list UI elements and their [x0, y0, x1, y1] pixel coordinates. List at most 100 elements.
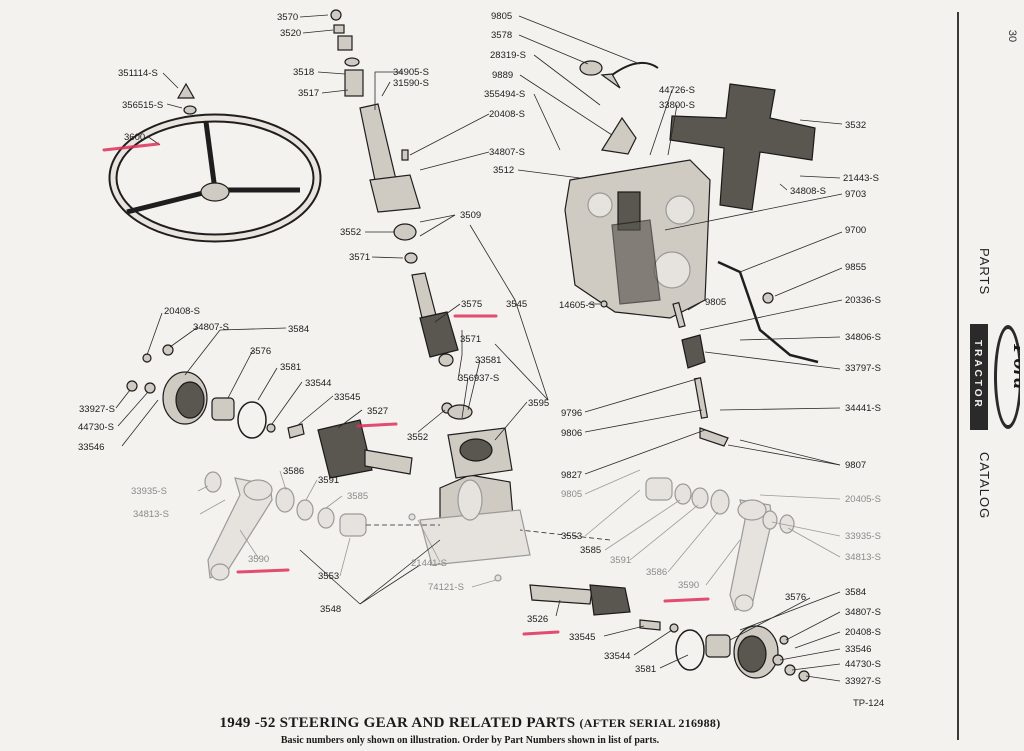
- logo-brand: Ford: [1009, 343, 1020, 390]
- part-label: 34806-S: [845, 332, 881, 343]
- part-label: 3553: [318, 571, 339, 582]
- part-label: 34813-S: [845, 552, 881, 563]
- part-label: 33546: [845, 644, 871, 655]
- right-arm-parts: [645, 477, 795, 612]
- part-label: 3509: [460, 210, 481, 221]
- support-bracket: [669, 83, 816, 211]
- part-label: 20405-S: [845, 494, 881, 505]
- part-label: 20408-S: [845, 627, 881, 638]
- part-label: 44730-S: [78, 422, 114, 433]
- part-label: 3545: [506, 299, 527, 310]
- part-label: 3591: [318, 475, 339, 486]
- part-label: 20336-S: [845, 295, 881, 306]
- part-label: 33927-S: [845, 676, 881, 687]
- part-label: 3591: [610, 555, 631, 566]
- ford-tractor-logo: Ford TRACTOR: [970, 324, 1020, 430]
- part-label: 355494-S: [484, 89, 525, 100]
- part-label: 34807-S: [489, 147, 525, 158]
- part-label: 3576: [250, 346, 271, 357]
- part-label: 34807-S: [193, 322, 229, 333]
- part-label: 3581: [280, 362, 301, 373]
- part-label: 3581: [635, 664, 656, 675]
- part-label: 3576: [785, 592, 806, 603]
- caption-title-main: 1949 -52 STEERING GEAR AND RELATED PARTS: [219, 715, 576, 731]
- part-label: 3552: [407, 432, 428, 443]
- part-label: 3570: [277, 12, 298, 23]
- part-label: 20408-S: [164, 306, 200, 317]
- part-label: 34905-S: [393, 67, 429, 78]
- column-bearings: [393, 223, 418, 264]
- part-label: 3586: [283, 466, 304, 477]
- part-label: 33546: [78, 442, 104, 453]
- part-label: 9796: [561, 408, 582, 419]
- part-label: 3518: [293, 67, 314, 78]
- part-label: 34813-S: [133, 509, 169, 520]
- part-label: 31590-S: [393, 78, 429, 89]
- part-label: 351114-S: [118, 68, 158, 79]
- part-label: 21441-S: [411, 558, 447, 569]
- caption-note: Basic numbers only shown on illustration…: [280, 735, 660, 746]
- part-label: 33935-S: [845, 531, 881, 542]
- worm-shaft: [411, 272, 459, 367]
- side-label-catalog: CATALOG: [977, 452, 992, 520]
- sector-housing-left: [126, 344, 276, 439]
- part-label: 3512: [493, 165, 514, 176]
- part-label: 9805: [561, 489, 582, 500]
- part-label: 3527: [367, 406, 388, 417]
- part-label: 14605-S: [559, 300, 595, 311]
- right-margin-rule: [957, 12, 959, 740]
- part-label: 3532: [845, 120, 866, 131]
- part-label: 33800-S: [659, 100, 695, 111]
- part-label: 3571: [460, 334, 481, 345]
- page-number: 30: [1006, 29, 1019, 43]
- part-label: 9806: [561, 428, 582, 439]
- part-label: 3584: [845, 587, 866, 598]
- part-label: 3600: [124, 132, 145, 143]
- dash-panel: [564, 159, 711, 319]
- highlight-marks: [102, 142, 710, 636]
- part-label: 28319-S: [490, 50, 526, 61]
- part-label: 33544: [305, 378, 331, 389]
- part-label: 33545: [569, 632, 595, 643]
- part-label: 33544: [604, 651, 630, 662]
- part-label: 9827: [561, 470, 582, 481]
- sector-shaft-right: [529, 584, 661, 631]
- part-label: 3517: [298, 88, 319, 99]
- part-label: 3586: [646, 567, 667, 578]
- part-label: 34807-S: [845, 607, 881, 618]
- sector-shaft-left: [287, 419, 413, 479]
- part-label: 74121-S: [428, 582, 464, 593]
- part-label: 3520: [280, 28, 301, 39]
- part-label: 21443-S: [843, 173, 879, 184]
- part-label: 9807: [845, 460, 866, 471]
- part-label: 3584: [288, 324, 309, 335]
- part-label: 9700: [845, 225, 866, 236]
- part-number-labels: 3570 3520 351114-S 356515-S 3600 3518 34…: [78, 11, 881, 687]
- part-label: 9805: [705, 297, 726, 308]
- part-label: 3571: [349, 252, 370, 263]
- part-label: 33797-S: [845, 363, 881, 374]
- part-label: 3548: [320, 604, 341, 615]
- part-label: 3552: [340, 227, 361, 238]
- part-label: 356515-S: [122, 100, 163, 111]
- throttle-rod: [672, 260, 819, 447]
- steering-column: [330, 9, 421, 213]
- part-label: 3585: [580, 545, 601, 556]
- figure-code: TP-124: [853, 698, 885, 709]
- gear-housing: [419, 427, 531, 566]
- part-label: 9855: [845, 262, 866, 273]
- side-label-parts: PARTS: [977, 248, 992, 296]
- part-label: 356937-S: [458, 373, 499, 384]
- steering-wheel: [108, 113, 322, 243]
- part-label: 3526: [527, 614, 548, 625]
- sector-housing-right: [669, 623, 810, 682]
- part-label: 3595: [528, 398, 549, 409]
- part-label: 3575: [461, 299, 482, 310]
- part-label: 3578: [491, 30, 512, 41]
- part-label: 3585: [347, 491, 368, 502]
- part-label: 3590: [248, 554, 269, 565]
- hub-cap: [176, 82, 197, 115]
- logo-band: TRACTOR: [972, 340, 983, 410]
- part-label: 44730-S: [845, 659, 881, 670]
